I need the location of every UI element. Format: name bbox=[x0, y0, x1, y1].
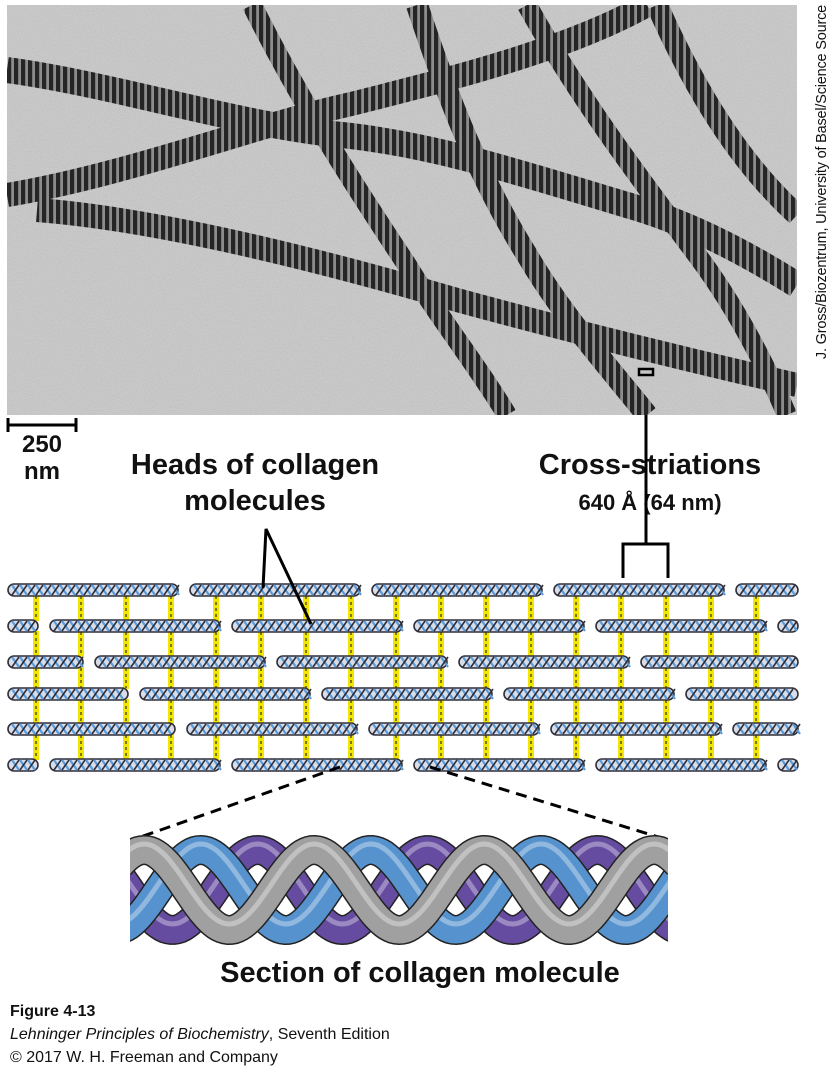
figure-number: Figure 4-13 bbox=[10, 1000, 610, 1023]
collagen-molecule bbox=[641, 656, 798, 668]
collagen-molecule bbox=[554, 584, 725, 596]
collagen-molecule bbox=[50, 620, 221, 632]
figure-caption: Figure 4-13 Lehninger Principles of Bioc… bbox=[10, 1000, 610, 1069]
book-title: Lehninger Principles of Biochemistry bbox=[10, 1026, 269, 1043]
collagen-molecule bbox=[95, 656, 266, 668]
photo-credit-text: J. Gross/Biozentrum, University of Basel… bbox=[808, 5, 833, 415]
collagen-molecule bbox=[8, 723, 175, 735]
zoom-lines bbox=[132, 767, 668, 840]
collagen-molecule bbox=[414, 620, 585, 632]
collagen-molecule bbox=[459, 656, 630, 668]
collagen-molecule bbox=[277, 656, 448, 668]
photo-credit: J. Gross/Biozentrum, University of Basel… bbox=[806, 5, 833, 415]
collagen-molecule bbox=[322, 688, 493, 700]
collagen-molecule bbox=[8, 656, 83, 668]
collagen-molecule bbox=[8, 759, 38, 771]
collagen-molecule bbox=[596, 620, 767, 632]
figure-copyright: © 2017 W. H. Freeman and Company bbox=[10, 1046, 610, 1069]
collagen-molecule bbox=[504, 688, 675, 700]
collagen-molecule bbox=[551, 723, 722, 735]
collagen-molecule bbox=[596, 759, 767, 771]
collagen-molecule bbox=[369, 723, 540, 735]
heads-leader bbox=[263, 529, 311, 624]
collagen-molecule bbox=[372, 584, 543, 596]
collagen-molecule bbox=[736, 584, 798, 596]
figure-source: Lehninger Principles of Biochemistry, Se… bbox=[10, 1023, 610, 1046]
scale-bar bbox=[8, 418, 76, 432]
collagen-molecule bbox=[733, 723, 800, 735]
collagen-molecule bbox=[140, 688, 311, 700]
collagen-molecule bbox=[8, 620, 38, 632]
book-edition: , Seventh Edition bbox=[269, 1026, 390, 1043]
collagen-molecule bbox=[190, 584, 361, 596]
collagen-molecule bbox=[50, 759, 221, 771]
cross-striation-bracket bbox=[623, 544, 668, 578]
collagen-molecule bbox=[686, 688, 798, 700]
section-caption: Section of collagen molecule bbox=[100, 955, 740, 991]
collagen-molecule bbox=[778, 620, 798, 632]
collagen-molecule bbox=[8, 584, 179, 596]
collagen-molecule bbox=[232, 620, 403, 632]
collagen-molecule bbox=[187, 723, 358, 735]
triple-helix-section bbox=[120, 844, 678, 930]
collagen-molecule bbox=[778, 759, 798, 771]
collagen-packing-diagram bbox=[0, 415, 833, 995]
collagen-molecule bbox=[232, 759, 403, 771]
collagen-molecule bbox=[8, 688, 128, 700]
collagen-fibril-micrograph bbox=[7, 5, 797, 415]
